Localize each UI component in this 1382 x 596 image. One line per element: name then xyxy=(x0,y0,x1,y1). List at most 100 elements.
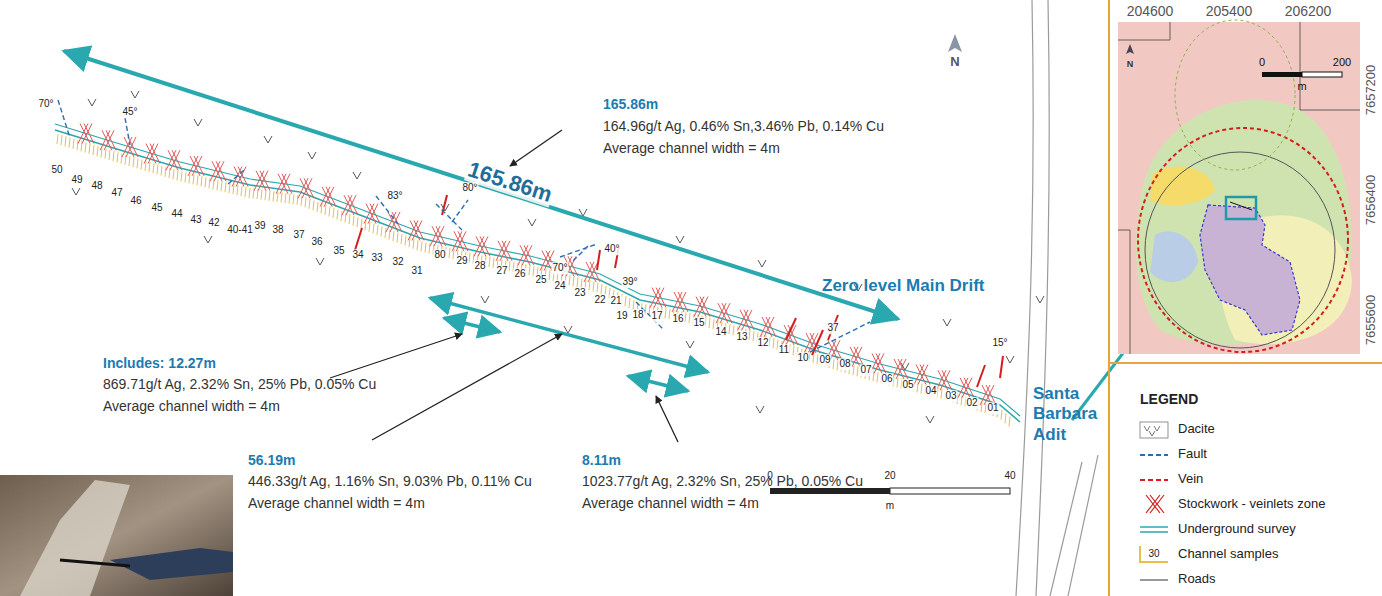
road xyxy=(1016,0,1033,596)
channel-tick xyxy=(709,318,710,328)
assay-text: Average channel width = 4m xyxy=(248,495,425,511)
dacite-symbol xyxy=(686,341,694,348)
sample-number: 23 xyxy=(573,287,586,299)
stockwork-symbol xyxy=(232,167,248,187)
channel-tick xyxy=(157,164,158,174)
fault xyxy=(810,322,870,352)
legend-heading: LEGEND xyxy=(1140,391,1198,407)
stockwork-symbol xyxy=(672,292,688,312)
channel-tick xyxy=(201,176,202,186)
road xyxy=(1068,455,1098,596)
channel-tick xyxy=(193,174,194,184)
channel-tick xyxy=(333,208,334,218)
dacite-symbol xyxy=(72,188,80,195)
channel-tick xyxy=(593,281,594,291)
dacite-symbol xyxy=(676,236,684,243)
channel-tick xyxy=(421,241,422,251)
channel-tick xyxy=(401,234,402,244)
stockwork-symbol xyxy=(760,317,776,337)
sample-number: 50 xyxy=(50,164,63,176)
callout-heading: Includes: 12.27m xyxy=(103,355,216,371)
channel-tick xyxy=(469,253,470,263)
scale-number: 0 xyxy=(767,470,773,482)
stockwork-symbol xyxy=(408,220,424,240)
channel-tick xyxy=(429,243,430,253)
drift-group xyxy=(55,91,1044,427)
dacite-symbol xyxy=(131,91,139,98)
sample-number: 39 xyxy=(253,220,266,232)
sample-number: 27 xyxy=(495,265,508,277)
stockwork-symbol xyxy=(958,378,974,398)
dacite-symbol xyxy=(308,152,316,159)
vein xyxy=(597,250,600,270)
channel-tick xyxy=(161,166,162,176)
legend-text: Dacite xyxy=(1178,422,1215,437)
channel-tick xyxy=(381,226,382,236)
channel-tick xyxy=(405,236,406,246)
channel-tick xyxy=(361,219,362,229)
channel-tick xyxy=(205,177,206,187)
channel-tick xyxy=(489,257,490,267)
sample-number: 13 xyxy=(735,331,748,343)
channel-tick xyxy=(793,345,794,355)
stockwork-symbol xyxy=(474,236,490,256)
channel-tick xyxy=(65,136,66,146)
channel-tick xyxy=(121,154,122,164)
road xyxy=(1050,462,1082,596)
sample-number: 24 xyxy=(553,280,566,292)
dacite-symbol xyxy=(88,99,96,106)
coordinate: 7656400 xyxy=(1364,175,1379,226)
coordinate: 7655600 xyxy=(1364,295,1379,346)
channel-tick xyxy=(113,151,114,161)
channel-tick xyxy=(417,240,418,250)
leader-line xyxy=(510,130,562,166)
legend-sample-number: 30 xyxy=(1148,548,1159,560)
stockwork-symbol xyxy=(144,144,160,164)
north-label: N xyxy=(1127,59,1134,69)
channel-tick xyxy=(625,296,626,306)
sample-number: 06 xyxy=(880,373,893,385)
channel-tick xyxy=(337,210,338,220)
dacite-symbol xyxy=(756,406,764,413)
sample-number: 33 xyxy=(370,252,383,264)
sample-number: 07 xyxy=(859,364,872,376)
channel-tick xyxy=(277,192,278,202)
sample-number: 04 xyxy=(924,385,937,397)
coordinate: 206200 xyxy=(1285,3,1332,19)
legend-text: Fault xyxy=(1178,447,1207,462)
channel-tick xyxy=(853,365,854,375)
stockwork-symbol xyxy=(254,171,270,191)
sample-number: 12 xyxy=(756,337,769,349)
callout-heading: 8.11m xyxy=(582,452,621,468)
channel-tick xyxy=(1001,410,1002,420)
dacite-symbol xyxy=(901,363,909,370)
sample-number: 40-41 xyxy=(226,224,254,236)
channel-tick xyxy=(773,338,774,348)
stockwork-symbol xyxy=(100,130,116,150)
channel-tick xyxy=(249,188,250,198)
channel-tick xyxy=(257,189,258,199)
channel-tick xyxy=(305,197,306,207)
channel-tick xyxy=(665,308,666,318)
stockwork-symbol xyxy=(78,124,94,144)
fault xyxy=(436,204,462,230)
stockwork-symbol xyxy=(386,212,402,232)
dacite-symbol xyxy=(528,219,536,226)
sample-number: 25 xyxy=(534,274,547,286)
channel-tick xyxy=(165,167,166,177)
channel-tick xyxy=(177,170,178,180)
underground-survey xyxy=(55,130,1020,422)
legend-text: Underground survey xyxy=(1178,522,1296,537)
channel-tick xyxy=(493,258,494,268)
channel-tick xyxy=(345,213,346,223)
drift-name: Zero level Main Drift xyxy=(822,276,984,296)
channel-tick xyxy=(325,205,326,215)
stockwork-symbol xyxy=(298,178,314,198)
coordinate: 204600 xyxy=(1127,3,1174,19)
channel-tick xyxy=(897,378,898,388)
channel-tick xyxy=(393,231,394,241)
adit-name: Santa Barbara Adit xyxy=(1033,384,1105,445)
channel-tick xyxy=(69,138,70,148)
photo xyxy=(0,475,233,596)
sample-number: 34 xyxy=(351,249,364,261)
